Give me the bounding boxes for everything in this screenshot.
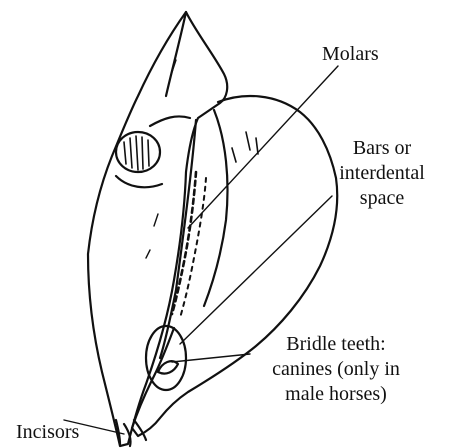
label-molars: Molars (322, 42, 379, 67)
label-bridle-line-3: male horses) (246, 382, 426, 407)
eye-orbit-hatching (124, 136, 149, 170)
label-incisors-text: Incisors (16, 420, 79, 445)
label-bridle-line-1: Bridle teeth: (246, 332, 426, 357)
leader-bars (180, 196, 332, 344)
orbit-ridge (116, 116, 190, 187)
label-incisors: Incisors (16, 420, 79, 445)
label-bars-line-2: interdental (316, 161, 448, 186)
label-bars-line-3: space (316, 186, 448, 211)
label-bars-interdental-space: Bars or interdental space (316, 136, 448, 211)
forehead-line (166, 12, 186, 96)
skull-texture (146, 60, 176, 258)
label-bridle-teeth: Bridle teeth: canines (only in male hors… (246, 332, 426, 407)
label-bridle-line-2: canines (only in (246, 357, 426, 382)
label-bars-line-1: Bars or (316, 136, 448, 161)
label-molars-text: Molars (322, 42, 379, 67)
mandible-inner (204, 110, 228, 306)
